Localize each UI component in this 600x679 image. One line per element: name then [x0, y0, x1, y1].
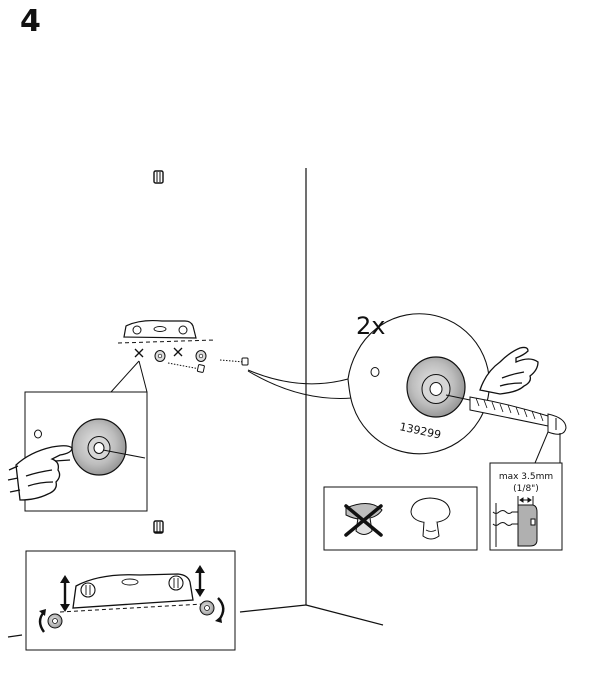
step-number: 4 — [20, 4, 41, 39]
spec-imperial-label: (1/8") — [513, 484, 539, 494]
wall-plug-icon — [153, 170, 164, 184]
wall-corner — [7, 168, 384, 638]
spec-pointer — [534, 431, 561, 464]
rotate-arrow-left-icon — [38, 609, 46, 633]
spec-max-label: max 3.5mm — [499, 472, 553, 482]
detail-lines-left — [110, 360, 148, 393]
hand-point-icon — [479, 346, 539, 395]
vertical-adjust-arrow-right — [195, 565, 205, 597]
screw-long — [445, 394, 567, 435]
disc-lower-left — [47, 613, 63, 629]
level-tool-lower — [59, 573, 204, 613]
correct-knob-icon — [410, 497, 451, 540]
disc-small-1 — [154, 350, 166, 362]
wall-hole-right — [370, 367, 380, 377]
screw-small-1 — [167, 362, 205, 373]
disc-large-right — [406, 356, 466, 418]
disc-mount-icon — [153, 520, 164, 534]
disc-lower-right — [199, 600, 215, 616]
disc-large-left — [71, 418, 146, 476]
spec-cross-section — [492, 503, 538, 547]
drill-marks — [134, 347, 183, 358]
surface-compat-panel — [323, 486, 478, 551]
hand-press-icon — [7, 445, 73, 501]
quantity-label: 2x — [356, 312, 385, 340]
vertical-adjust-arrow-left — [60, 575, 70, 612]
spec-dimension-arrow — [517, 496, 534, 505]
rotate-arrow-right-icon — [215, 597, 225, 623]
wall-hole-left — [34, 429, 42, 439]
screw-small-2 — [219, 357, 249, 366]
disc-small-2 — [195, 350, 207, 362]
incorrect-knob-icon — [344, 503, 383, 537]
level-tool-upper — [117, 319, 216, 344]
